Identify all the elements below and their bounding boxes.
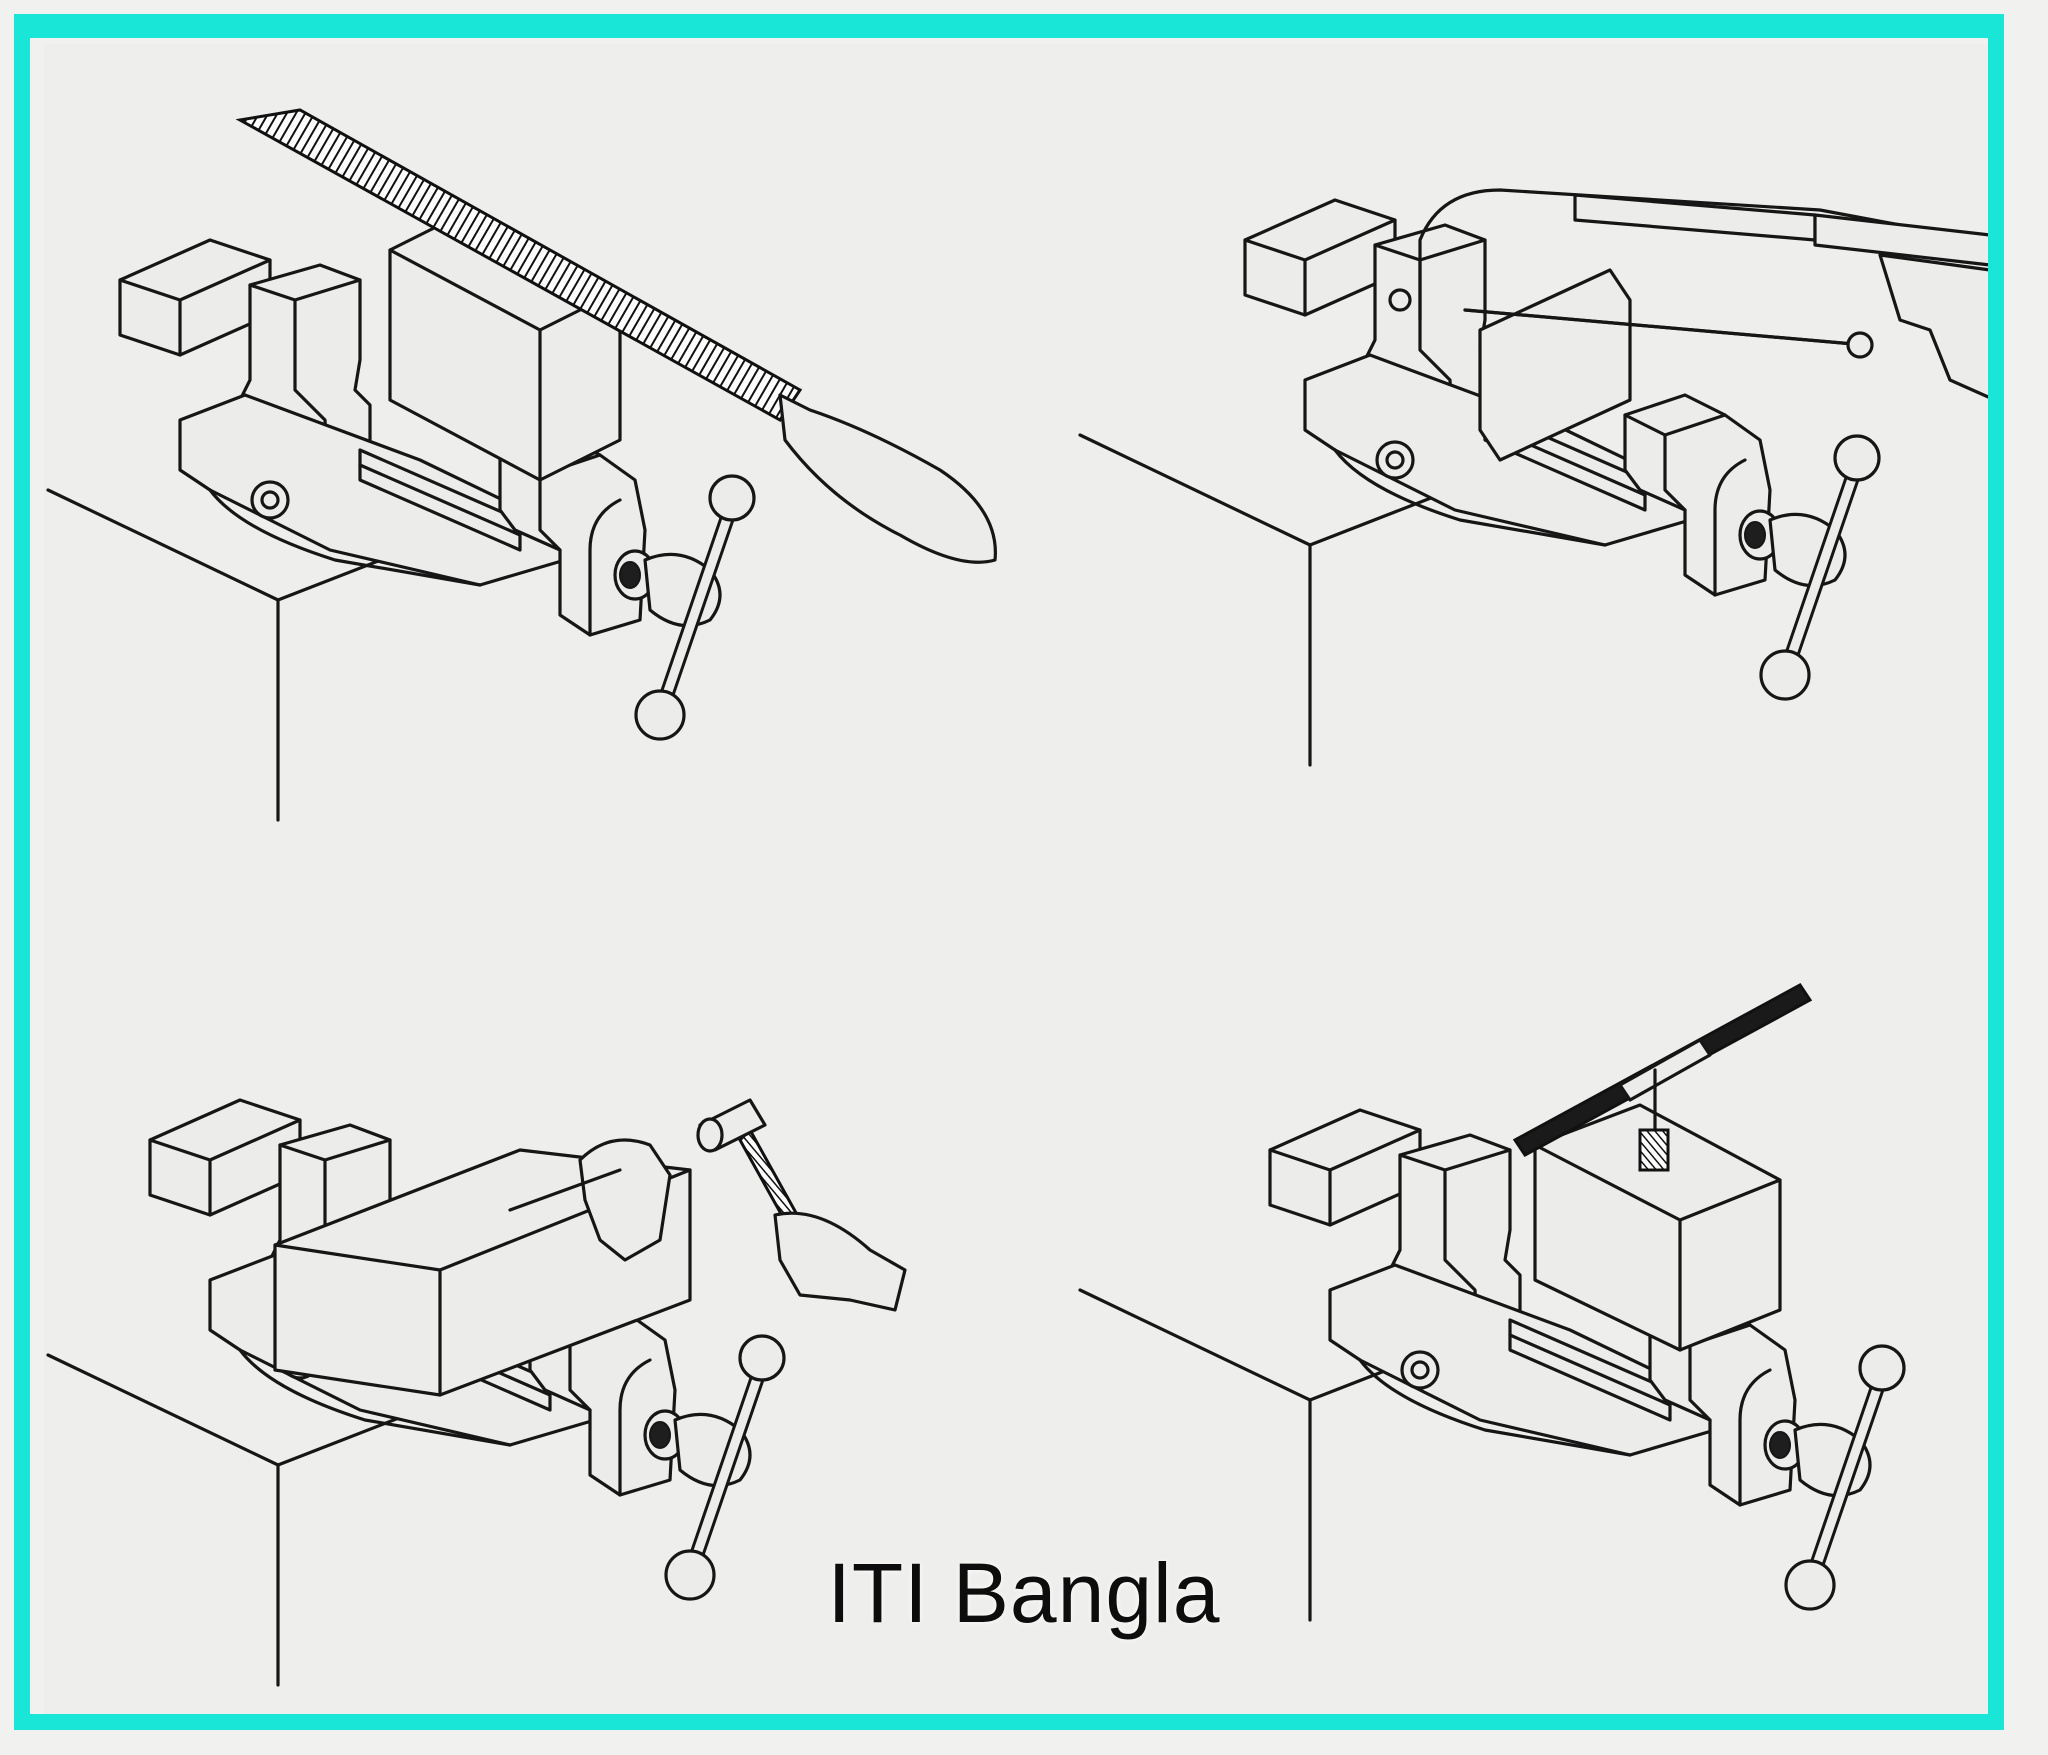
panel-chiseling [46,1100,907,1687]
panel-hacksaw [1078,188,2000,767]
watermark-text: ITI Bangla [827,1546,1221,1640]
tap-icon [1638,1128,1670,1172]
hand-holding-hammer [773,1211,907,1312]
file-handle [778,393,997,564]
file-icon [235,108,803,422]
hand-holding-chisel [578,1138,672,1262]
workpiece-cube [1533,1103,1782,1352]
workpiece-bar [1478,268,1632,462]
cyan-border-frame [14,14,2004,1730]
hacksaw-icon [1418,188,1902,322]
panel-tapping [1078,983,1904,1622]
panel-filing [46,108,997,822]
